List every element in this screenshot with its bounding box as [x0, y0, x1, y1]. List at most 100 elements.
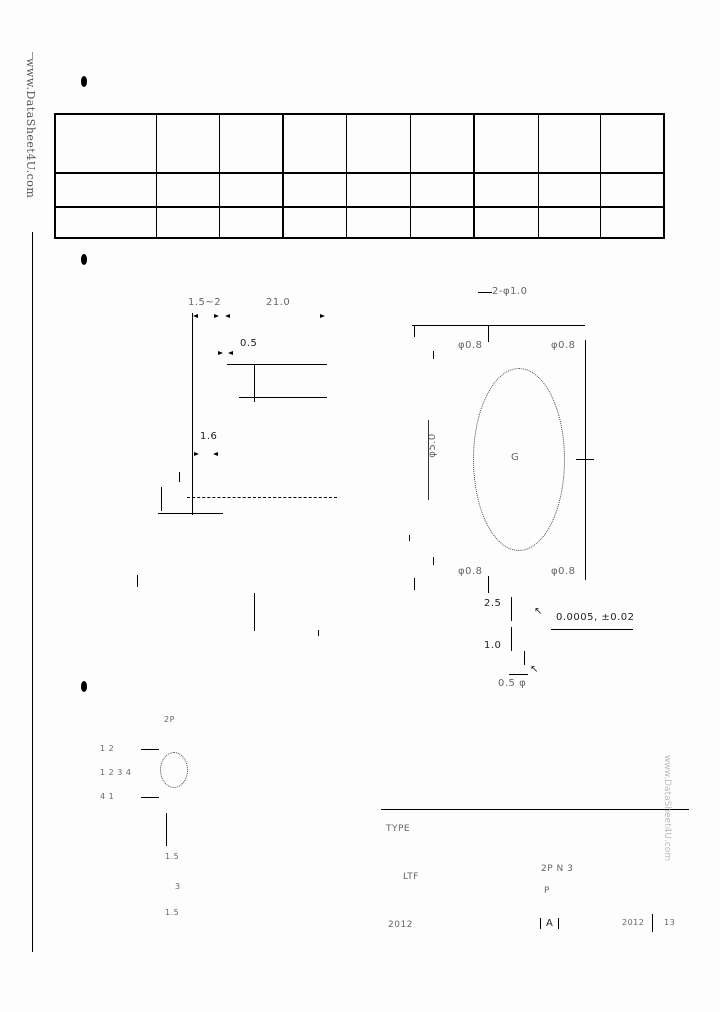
table-cell [282, 206, 348, 239]
title-row2-left: LTF [403, 872, 419, 882]
dim-top-left: 1.5~2 [188, 297, 222, 308]
body-outline [473, 368, 565, 551]
table-cell [282, 113, 348, 174]
bottom-label: 3 [175, 882, 181, 891]
title-row1: TYPE [386, 824, 411, 834]
callout-arrow: ↖ [534, 606, 543, 617]
tick [179, 472, 180, 482]
table-cell [346, 206, 411, 239]
top-callout: 2-φ1.0 [492, 286, 528, 297]
tick [488, 576, 489, 593]
pin-label: 1 2 3 4 [100, 768, 132, 777]
bottom-label: 0.5 φ [498, 678, 527, 689]
table-cell [156, 113, 220, 174]
bottom-arrow: ↖ [530, 664, 539, 675]
title-block-top-line [381, 809, 689, 810]
coil-symbol [160, 752, 188, 788]
watermark-left: www.DataSheet4U.com [24, 58, 37, 199]
table-cell [346, 113, 411, 174]
pin-top-left: φ0.8 [458, 340, 483, 351]
title-row3-mid: A [540, 918, 560, 929]
callout-leader [478, 292, 492, 293]
circuit-label-top: 2P [164, 715, 175, 724]
tick [433, 351, 434, 359]
arrow [225, 314, 230, 318]
callout-underline [551, 629, 633, 630]
spec-table [54, 113, 665, 239]
lead-line [192, 313, 193, 515]
table-cell [346, 172, 411, 208]
base-line [158, 513, 223, 514]
divider [652, 914, 653, 932]
callout-right: 0.0005, ±0.02 [556, 612, 635, 623]
table-row [54, 172, 665, 208]
pin-line [141, 797, 159, 798]
watermark-right: www.DataSheet4U.com [662, 755, 672, 862]
tick [318, 630, 319, 636]
right-dim-tick [576, 459, 594, 460]
table-cell [600, 206, 665, 239]
table-cell [473, 172, 539, 208]
title-row3-right-b: 13 [664, 918, 676, 927]
table-cell [537, 206, 602, 239]
table-cell [54, 172, 158, 208]
arrow [228, 351, 233, 355]
table-cell [282, 172, 348, 208]
tick [488, 325, 489, 342]
title-row3-right-a: 2012 [622, 918, 645, 927]
arrow [213, 452, 218, 456]
table-cell [537, 113, 602, 174]
arrow [218, 351, 223, 355]
pin-bottom-left: φ0.8 [458, 566, 483, 577]
section-bullet-2 [81, 254, 87, 265]
dim-mid: 0.5 [240, 338, 258, 349]
table-cell [156, 206, 220, 239]
arrow [193, 314, 198, 318]
tick [161, 487, 162, 511]
table-cell [537, 172, 602, 208]
pin-label: 1 2 [100, 744, 115, 753]
table-cell [218, 172, 284, 208]
right-dim-line [585, 340, 586, 580]
table-cell [409, 113, 475, 174]
bottom-dim-a: 2.5 [484, 598, 502, 609]
lead-line [511, 627, 512, 651]
arrow [214, 314, 219, 318]
body-bottom-line [239, 397, 327, 398]
dim-pitch: 1.6 [200, 431, 218, 442]
pin-label: 4 1 [100, 792, 115, 801]
table-cell [409, 172, 475, 208]
left-margin-rule [32, 232, 33, 952]
table-cell [600, 172, 665, 208]
center-line [187, 497, 337, 498]
circuit-line [166, 813, 167, 846]
top-ref-line [412, 325, 585, 326]
title-row3-left: 2012 [388, 920, 413, 930]
pin-bottom-right: φ0.8 [551, 566, 576, 577]
table-cell [156, 172, 220, 208]
table-row [54, 206, 665, 239]
tick [414, 578, 415, 590]
table-cell [218, 206, 284, 239]
tick [433, 557, 434, 565]
bottom-line [509, 674, 528, 675]
body-top-line [227, 364, 327, 365]
title-row2-sub: P [544, 886, 550, 896]
arrow [320, 314, 325, 318]
tick [428, 420, 429, 500]
bottom-dim-b: 1.0 [484, 640, 502, 651]
left-margin-rule-top [32, 52, 33, 60]
tick [409, 535, 410, 541]
table-cell [218, 113, 284, 174]
center-mark: G [511, 452, 520, 463]
lead-line [524, 651, 525, 665]
table-cell [473, 113, 539, 174]
body-tick [254, 364, 255, 402]
title-row2-right: 2P N 3 [541, 864, 574, 874]
table-cell [54, 206, 158, 239]
arrow [194, 452, 199, 456]
table-header-row [54, 113, 665, 174]
tick [254, 593, 255, 631]
lead-line [511, 597, 512, 621]
bottom-label: 1.5 [165, 908, 180, 917]
